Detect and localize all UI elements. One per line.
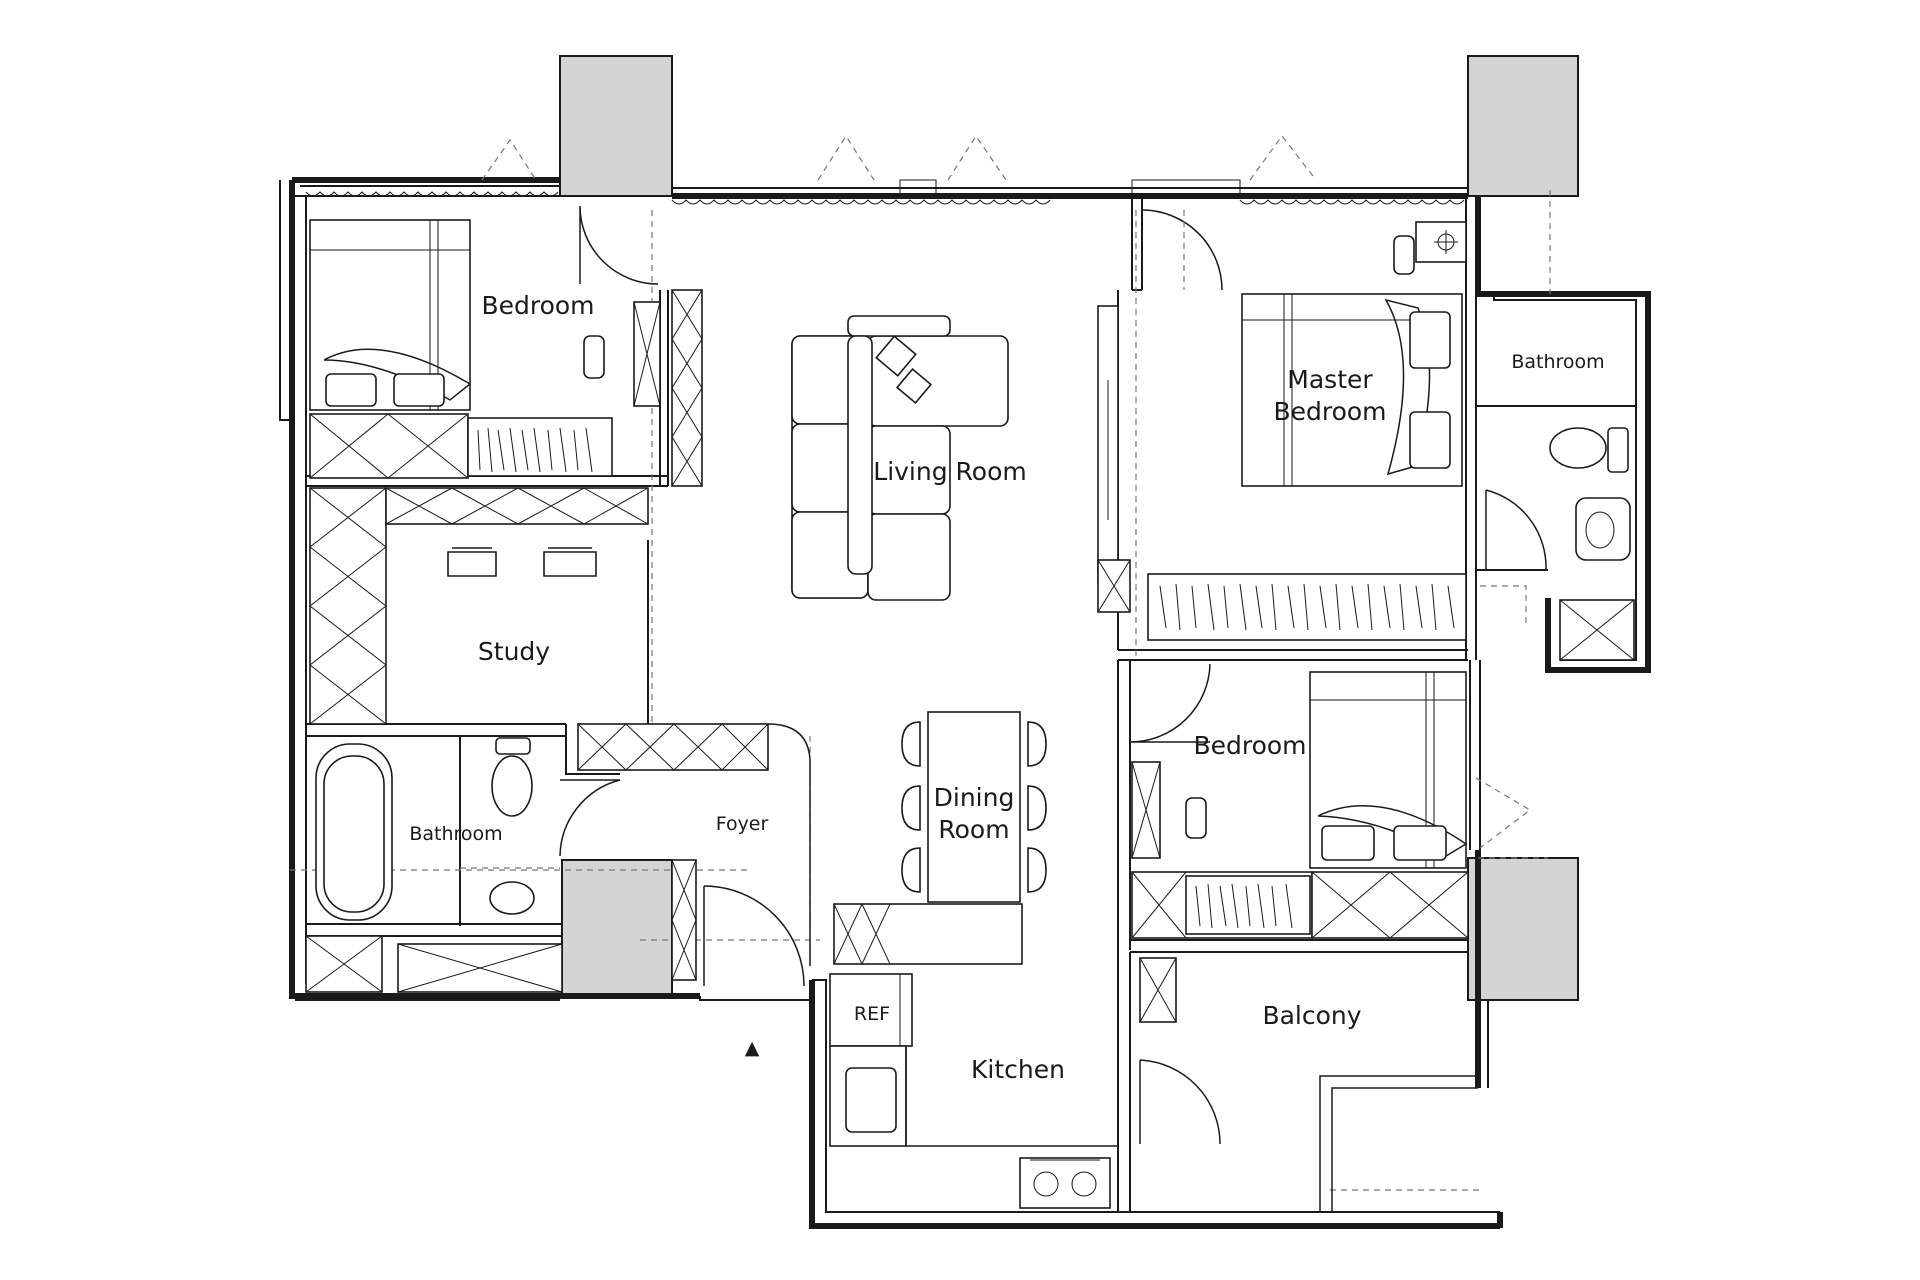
dining-room-furniture — [833, 711, 1047, 965]
living-room-furniture — [791, 305, 1131, 613]
label-master-bedroom-2: Bedroom — [1273, 397, 1386, 426]
door-master-bath — [1485, 489, 1547, 571]
sink-w — [489, 881, 535, 915]
label-dining-room-2: Room — [938, 815, 1009, 844]
study-furniture — [309, 487, 649, 725]
column-top-right — [1467, 55, 1579, 197]
wardrobe-master — [1147, 573, 1467, 641]
bedroom-nw-furniture — [309, 219, 703, 487]
balcony-elements — [1139, 957, 1478, 1212]
wardrobe-nw — [467, 417, 613, 477]
exterior-walls — [279, 177, 1651, 1229]
kitchen-fixtures — [829, 973, 1118, 1209]
toilet-w — [491, 755, 533, 817]
entrance-marker-icon: ▲ — [745, 1037, 760, 1059]
foyer-cabinets — [577, 723, 811, 981]
label-bathroom-w: Bathroom — [409, 823, 502, 845]
label-dining-room-1: Dining — [934, 783, 1015, 812]
kitchen-sink — [845, 1067, 897, 1133]
label-foyer: Foyer — [716, 813, 769, 835]
doors — [559, 205, 1547, 1145]
refrigerator — [829, 973, 913, 1047]
label-ref: REF — [854, 1003, 890, 1025]
label-master-bedroom-1: Master — [1287, 365, 1373, 394]
label-bedroom-nw: Bedroom — [481, 291, 594, 320]
door-master-bedroom — [1141, 209, 1223, 291]
toilet-ne — [1549, 427, 1607, 469]
door-balcony — [1139, 1059, 1221, 1145]
label-balcony: Balcony — [1262, 1001, 1361, 1030]
label-living-room: Living Room — [873, 457, 1026, 486]
structural-columns — [559, 55, 1579, 1001]
bathroom-west-fixtures — [305, 737, 563, 993]
door-bedroom-nw — [579, 205, 659, 285]
bedroom-e-furniture — [1131, 671, 1469, 939]
column-east — [1467, 857, 1579, 1001]
window-sashes — [305, 134, 1465, 205]
door-bedroom-e — [1129, 663, 1211, 743]
label-bedroom-e: Bedroom — [1193, 731, 1306, 760]
column-top-left — [559, 55, 673, 197]
door-entrance — [703, 885, 805, 987]
door-bath-w — [559, 779, 621, 857]
master-bedroom-furniture — [1147, 221, 1467, 641]
cooktop — [1019, 1157, 1111, 1209]
room-labels: Bedroom Living Room Master Bedroom Bathr… — [409, 291, 1604, 1084]
dining-table — [927, 711, 1021, 903]
label-study: Study — [478, 637, 550, 666]
label-kitchen: Kitchen — [971, 1055, 1065, 1084]
column-foyer — [561, 859, 673, 997]
label-bathroom-ne: Bathroom — [1511, 351, 1604, 373]
sink-ne — [1575, 497, 1631, 561]
bathroom-ne-fixtures — [1549, 427, 1635, 661]
